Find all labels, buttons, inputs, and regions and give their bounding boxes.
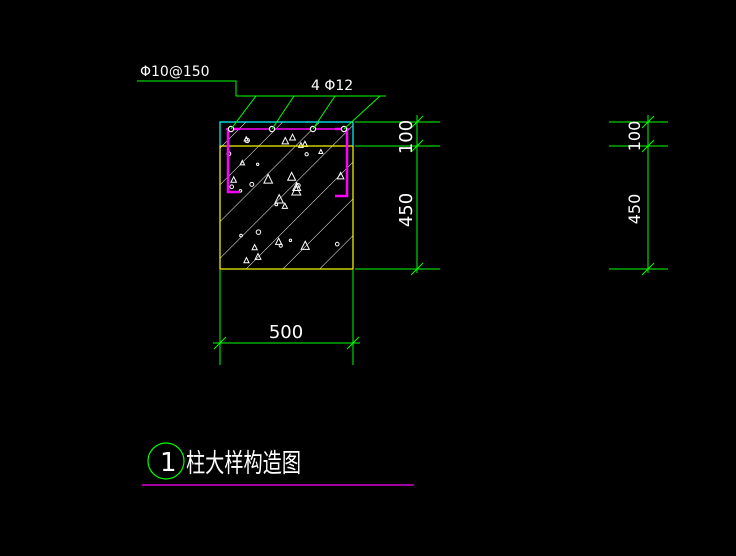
aggregate-speckles (226, 133, 345, 264)
aggregate-triangle (291, 181, 302, 192)
column-outline (219, 145, 354, 270)
side-dim-top-label: 100 (625, 121, 644, 152)
tick (641, 139, 655, 153)
side-height-dimension (609, 115, 668, 276)
side-dim-bottom-label: 450 (625, 194, 644, 225)
bar-leader (312, 95, 336, 130)
tick (410, 139, 424, 153)
aggregate-dot (239, 233, 243, 238)
dim-top-label: 100 (396, 120, 417, 154)
detail-title-block: 1 柱大样构造图 (142, 442, 414, 486)
dim-width-label: 500 (269, 322, 303, 343)
aggregate-dot (256, 162, 260, 166)
aggregate-triangle (336, 171, 345, 180)
tick (641, 262, 655, 276)
aggregate-triangle (286, 171, 297, 181)
detail-number-circle (147, 442, 185, 480)
aggregate-dot (249, 181, 255, 187)
aggregate-dot (229, 184, 235, 190)
aggregate-dot (278, 243, 283, 248)
concrete-section (220, 122, 353, 269)
aggregate-triangle (239, 159, 246, 166)
aggregate-triangle (243, 256, 250, 264)
aggregate-triangle (300, 240, 311, 250)
section-outline (219, 121, 354, 270)
aggregate-triangle (288, 133, 297, 141)
aggregate-triangle (318, 148, 324, 154)
bar-leader (230, 95, 257, 130)
aggregate-triangle (281, 136, 290, 145)
width-dimension (213, 270, 360, 365)
aggregate-triangle (263, 173, 274, 184)
aggregate-dot (304, 152, 309, 157)
tick (410, 262, 424, 276)
aggregate-triangle (230, 175, 238, 183)
aggregate-triangle (243, 135, 250, 142)
dim-bottom-label: 450 (396, 193, 417, 227)
bar-leader (271, 95, 295, 130)
cap-outline (219, 121, 354, 146)
tick (641, 115, 655, 129)
tick (346, 336, 360, 350)
leaders (137, 80, 386, 130)
aggregate-triangle (291, 184, 302, 196)
aggregate-dot (255, 229, 262, 235)
aggregate-triangle (274, 237, 283, 245)
stirrup-leader (137, 80, 237, 96)
tick (213, 336, 227, 350)
main-bars-label: 4 Φ12 (311, 78, 353, 94)
detail-number: 1 (160, 448, 177, 478)
aggregate-triangle (281, 202, 289, 209)
aggregate-triangle (297, 141, 304, 148)
aggregate-dot (334, 241, 340, 247)
aggregate-triangle (254, 252, 262, 260)
aggregate-dot (288, 238, 293, 243)
aggregate-triangle (251, 243, 259, 251)
stirrup-label: Φ10@150 (140, 64, 210, 80)
section-height-dimension (355, 115, 440, 276)
aggregate-dot (274, 202, 279, 207)
tick (410, 115, 424, 129)
detail-title: 柱大样构造图 (186, 449, 301, 479)
bar-leader (343, 95, 381, 130)
aggregate-triangle (274, 193, 285, 204)
